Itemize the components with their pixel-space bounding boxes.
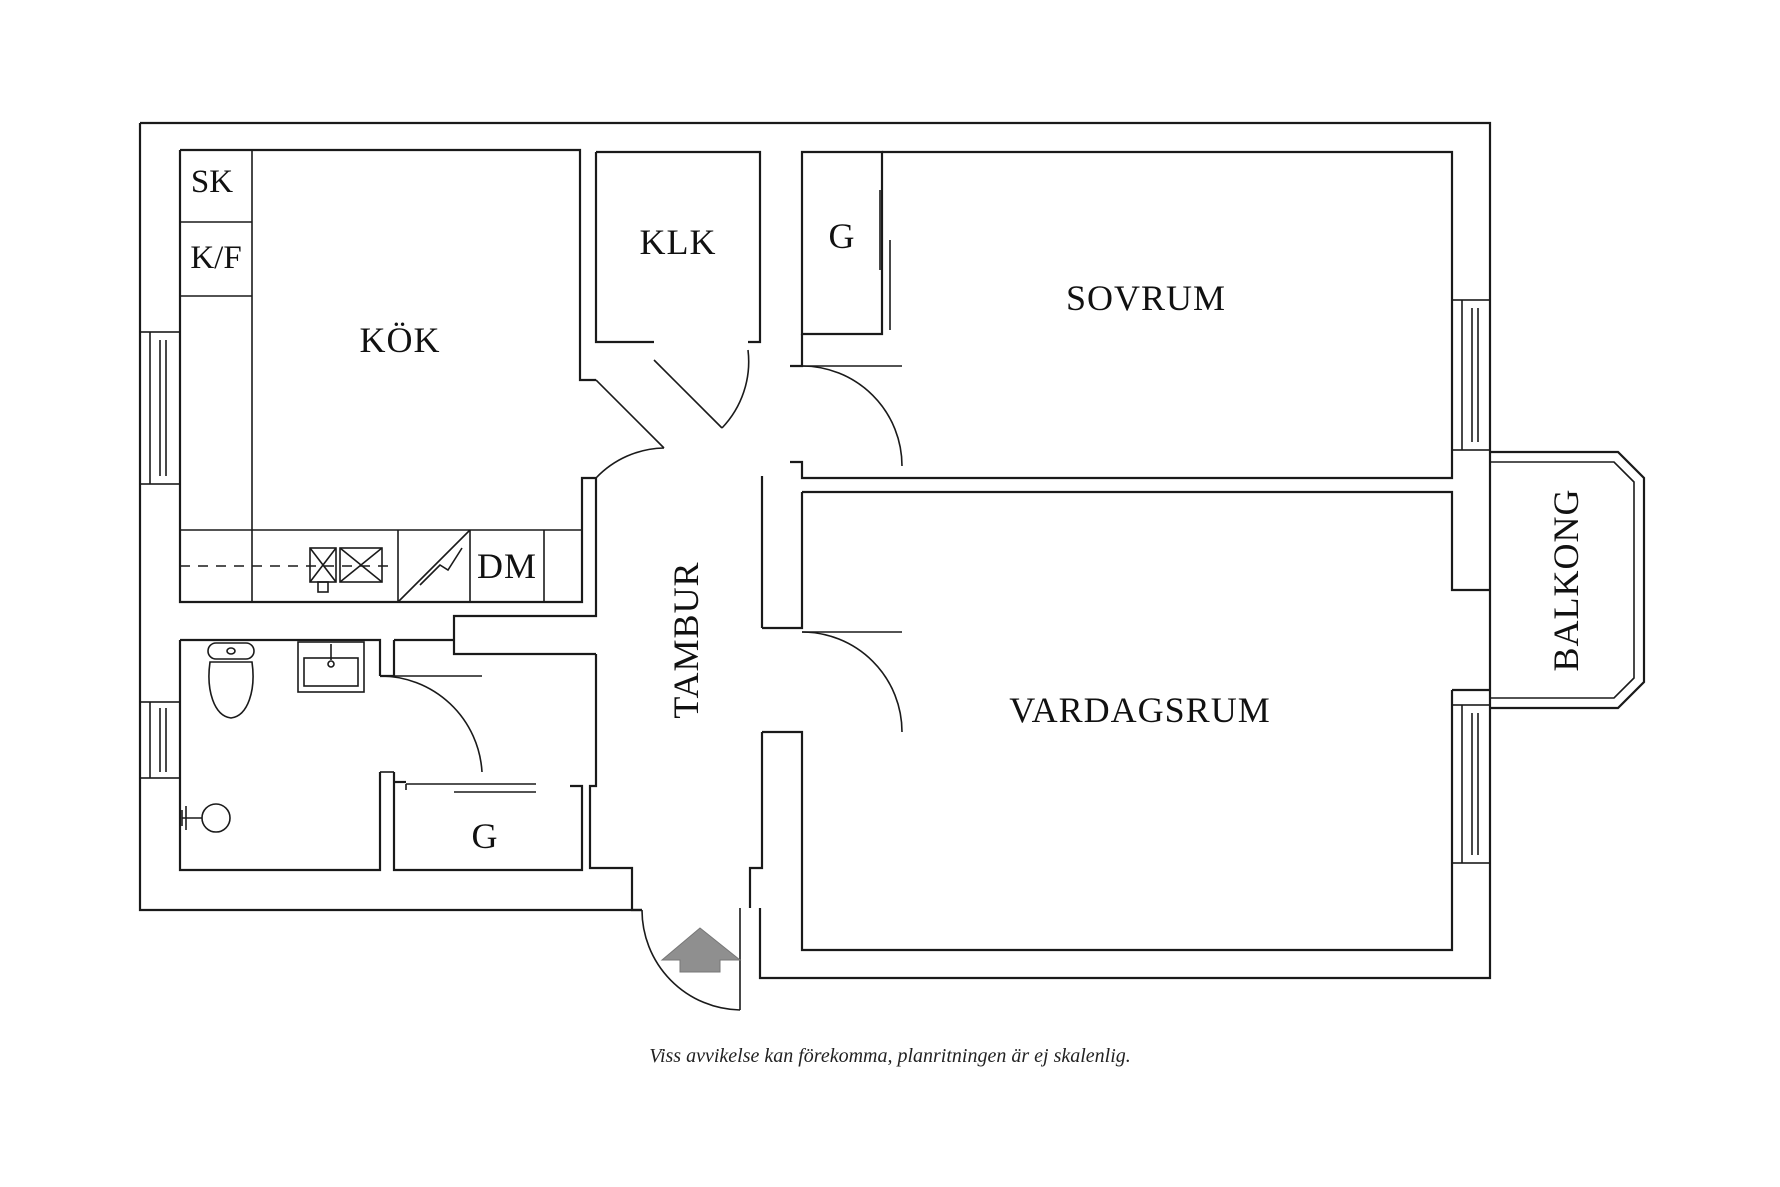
wardrobe-hallway — [392, 772, 584, 872]
bedroom-walls — [790, 150, 1454, 480]
label-living-room: VARDAGSRUM — [1009, 690, 1270, 730]
shower-icon — [181, 803, 231, 833]
hallway-walls — [452, 476, 764, 912]
bedroom-window — [1451, 299, 1491, 451]
label-wardrobe-bedroom: G — [829, 216, 856, 256]
kitchen-door — [595, 379, 665, 479]
sink-icon — [297, 641, 365, 693]
kitchen-walls — [178, 148, 596, 604]
kitchen-window — [139, 331, 181, 485]
entrance-door — [641, 908, 741, 1011]
bathroom-window — [139, 701, 181, 779]
label-bedroom: SOVRUM — [1066, 278, 1226, 318]
toilet-icon — [207, 642, 255, 719]
label-balcony: BALKONG — [1546, 489, 1586, 672]
closet-klk — [594, 150, 762, 429]
wardrobe-bedroom — [800, 150, 891, 336]
label-sk: SK — [191, 164, 233, 200]
living-room-window — [1451, 704, 1491, 864]
label-hallway: TAMBUR — [666, 561, 706, 718]
label-wardrobe-hallway: G — [472, 816, 499, 856]
label-dishwasher: DM — [477, 546, 537, 586]
bathroom-walls — [178, 638, 483, 872]
stove-icon — [309, 547, 383, 593]
disclaimer-text: Viss avvikelse kan förekomma, planritnin… — [649, 1045, 1131, 1067]
label-kf: K/F — [190, 240, 241, 276]
balcony — [1490, 450, 1646, 710]
entrance-arrow-icon — [660, 927, 742, 973]
label-klk: KLK — [640, 222, 717, 262]
label-kitchen: KÖK — [360, 320, 441, 360]
